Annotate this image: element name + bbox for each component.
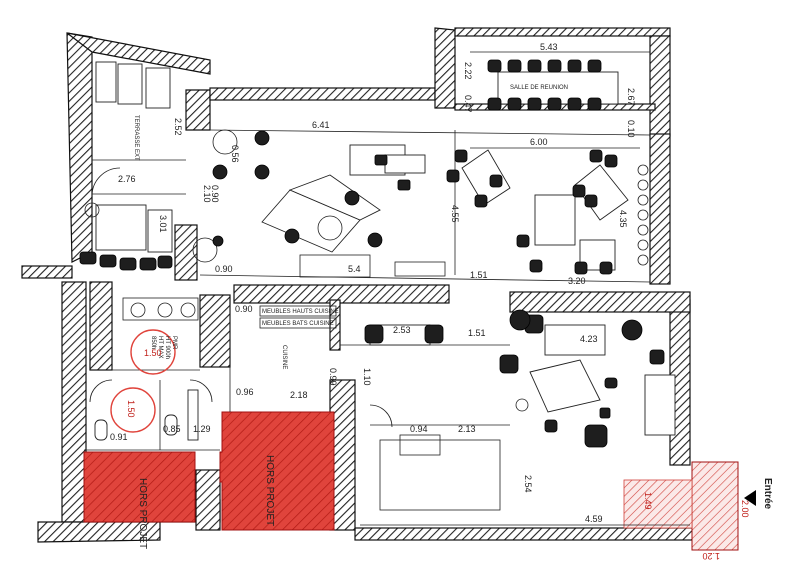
dimension-annotations: 5.43 2.22 0.47 2.67 0.10 2.52 6.41 6.00 … — [110, 42, 750, 561]
lower-cabinets-label: MEUBLES BATS CUISINE — [262, 321, 334, 327]
terrace-label: TERRASSE EXT — [133, 115, 139, 161]
kitchen-label: CUISINE — [281, 345, 287, 369]
dim-6-41: 6.41 — [312, 120, 330, 130]
dim-1-51a: 1.51 — [470, 270, 488, 280]
right-office-furniture — [446, 149, 649, 275]
dim-0-99: 0.99 — [328, 368, 338, 386]
dim-0-90b: 0.90 — [215, 264, 233, 274]
pmr-turning-circle-upper — [130, 329, 176, 375]
dim-0-56: 0.56 — [230, 145, 240, 163]
entrance-arrow-icon — [744, 490, 756, 506]
dim-0-94: 0.94 — [410, 424, 428, 434]
dim-0-90a: 0.90 — [210, 185, 220, 203]
pmr-note-line4: 850h — [150, 336, 156, 349]
hors-projet-zones — [83, 411, 739, 551]
dim-4-55: 4.55 — [450, 205, 460, 223]
dim-3-20: 3.20 — [568, 276, 586, 286]
dim-2-53: 2.53 — [393, 325, 411, 335]
hors-projet-right-label: HORS PROJET — [264, 455, 275, 526]
dim-1-50b: 1.50 — [126, 400, 136, 418]
hors-projet-left-label: HORS PROJET — [137, 478, 148, 549]
dim-0-10: 0.10 — [626, 120, 636, 138]
pmr-note-line3: HT MAX — [157, 336, 163, 359]
pmr-note-line1: PMR — [171, 336, 177, 350]
dim-2-10: 2.10 — [202, 185, 212, 203]
lounge-furniture — [364, 309, 676, 448]
room-labels: SALLE DE REUNION TERRASSE EXT CUISINE HO… — [133, 85, 773, 549]
dim-1-51b: 1.51 — [468, 328, 486, 338]
dim-5-4: 5.4 — [348, 264, 361, 274]
pmr-note-line2: HT 900h — [164, 336, 170, 359]
dim-4-23: 4.23 — [580, 334, 598, 344]
upper-cabinets-label: MEUBLES HAUTS CUISINE — [262, 309, 339, 315]
dim-6-00: 6.00 — [530, 137, 548, 147]
dim-0-90c: 0.90 — [235, 304, 253, 314]
meeting-room-furniture — [487, 59, 619, 111]
dim-2-22: 2.22 — [463, 62, 473, 80]
terrace-furniture — [79, 61, 173, 271]
pmr-turning-circle-lower — [110, 387, 156, 433]
dim-2-00: 2.00 — [740, 500, 750, 518]
dim-1-29: 1.29 — [193, 424, 211, 434]
dim-1-50a: 1.50 — [144, 348, 162, 358]
restroom-fixtures — [94, 302, 199, 441]
dim-1-49: 1.49 — [643, 492, 653, 510]
dim-4-35: 4.35 — [618, 210, 628, 228]
open-space-furniture — [192, 129, 426, 263]
dim-2-52: 2.52 — [173, 118, 183, 136]
dim-3-01: 3.01 — [158, 215, 168, 233]
dim-0-91: 0.91 — [110, 432, 128, 442]
interior-lines — [84, 129, 651, 511]
dim-1-20: 1.20 — [702, 551, 720, 561]
dim-2-13: 2.13 — [458, 424, 476, 434]
entrance-label: Entrée — [762, 478, 773, 510]
meeting-room-label: SALLE DE REUNION — [510, 85, 568, 91]
dim-4-59: 4.59 — [585, 514, 603, 524]
dim-5-43: 5.43 — [540, 42, 558, 52]
dim-2-54: 2.54 — [523, 475, 533, 493]
dim-1-10: 1.10 — [362, 368, 372, 386]
dim-0-96: 0.96 — [236, 387, 254, 397]
dim-0-47: 0.47 — [463, 95, 473, 113]
dim-2-67: 2.67 — [626, 88, 636, 106]
dim-2-18: 2.18 — [290, 390, 308, 400]
dim-2-76: 2.76 — [118, 174, 136, 184]
dim-0-85: 0.85 — [163, 424, 181, 434]
